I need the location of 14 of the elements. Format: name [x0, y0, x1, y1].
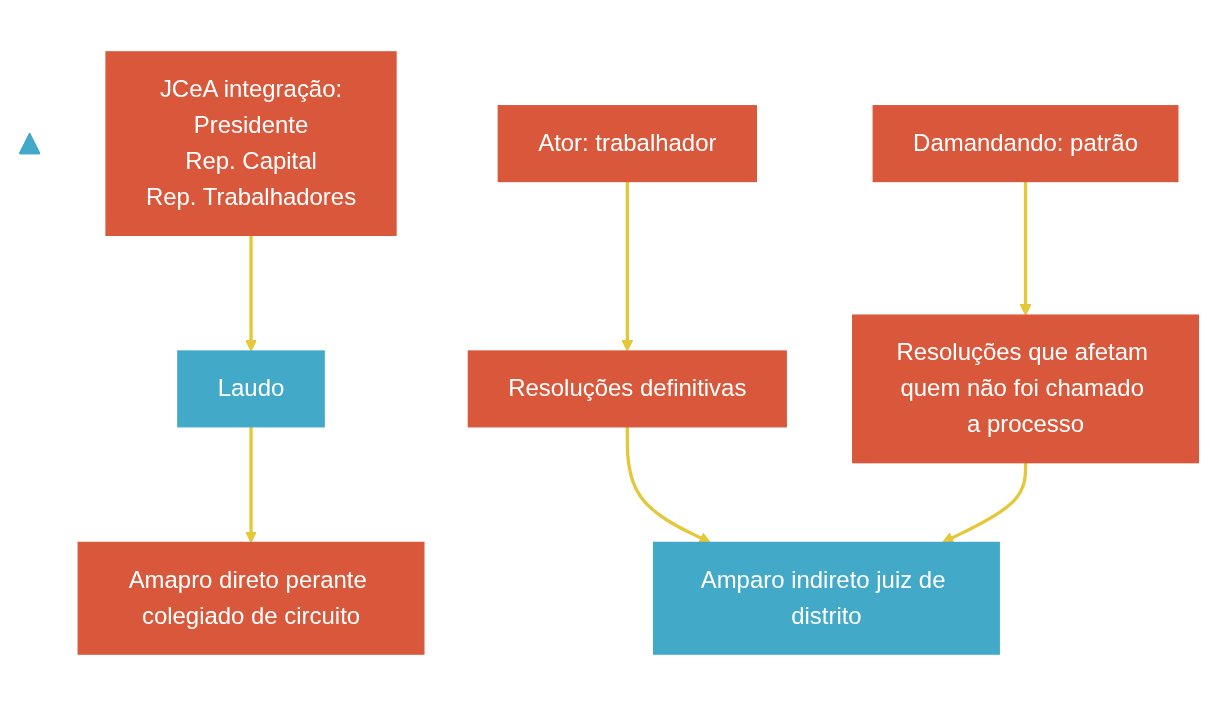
node-box: Amapro direto perante colegiado de circuito — [77, 541, 425, 655]
node-box: Ator: trabalhador — [497, 105, 757, 183]
arrow — [1019, 181, 1032, 316]
arrow — [625, 426, 711, 544]
node-box: Resoluções definitivas — [467, 350, 787, 428]
arrow — [942, 462, 1028, 544]
arrow — [621, 181, 634, 352]
node-box: Laudo — [177, 350, 325, 428]
node-box: JCeA integração: Presidente Rep. Capital Rep. Trabalhadores — [105, 51, 397, 236]
arrow — [245, 426, 257, 543]
node-box: Amparo indireto juiz de distrito — [652, 541, 1000, 655]
node-box: Resoluções que afetam quem não foi chamado a processo — [852, 314, 1200, 464]
node-box: Damandando: patrão — [872, 105, 1179, 183]
arrow — [245, 235, 257, 352]
